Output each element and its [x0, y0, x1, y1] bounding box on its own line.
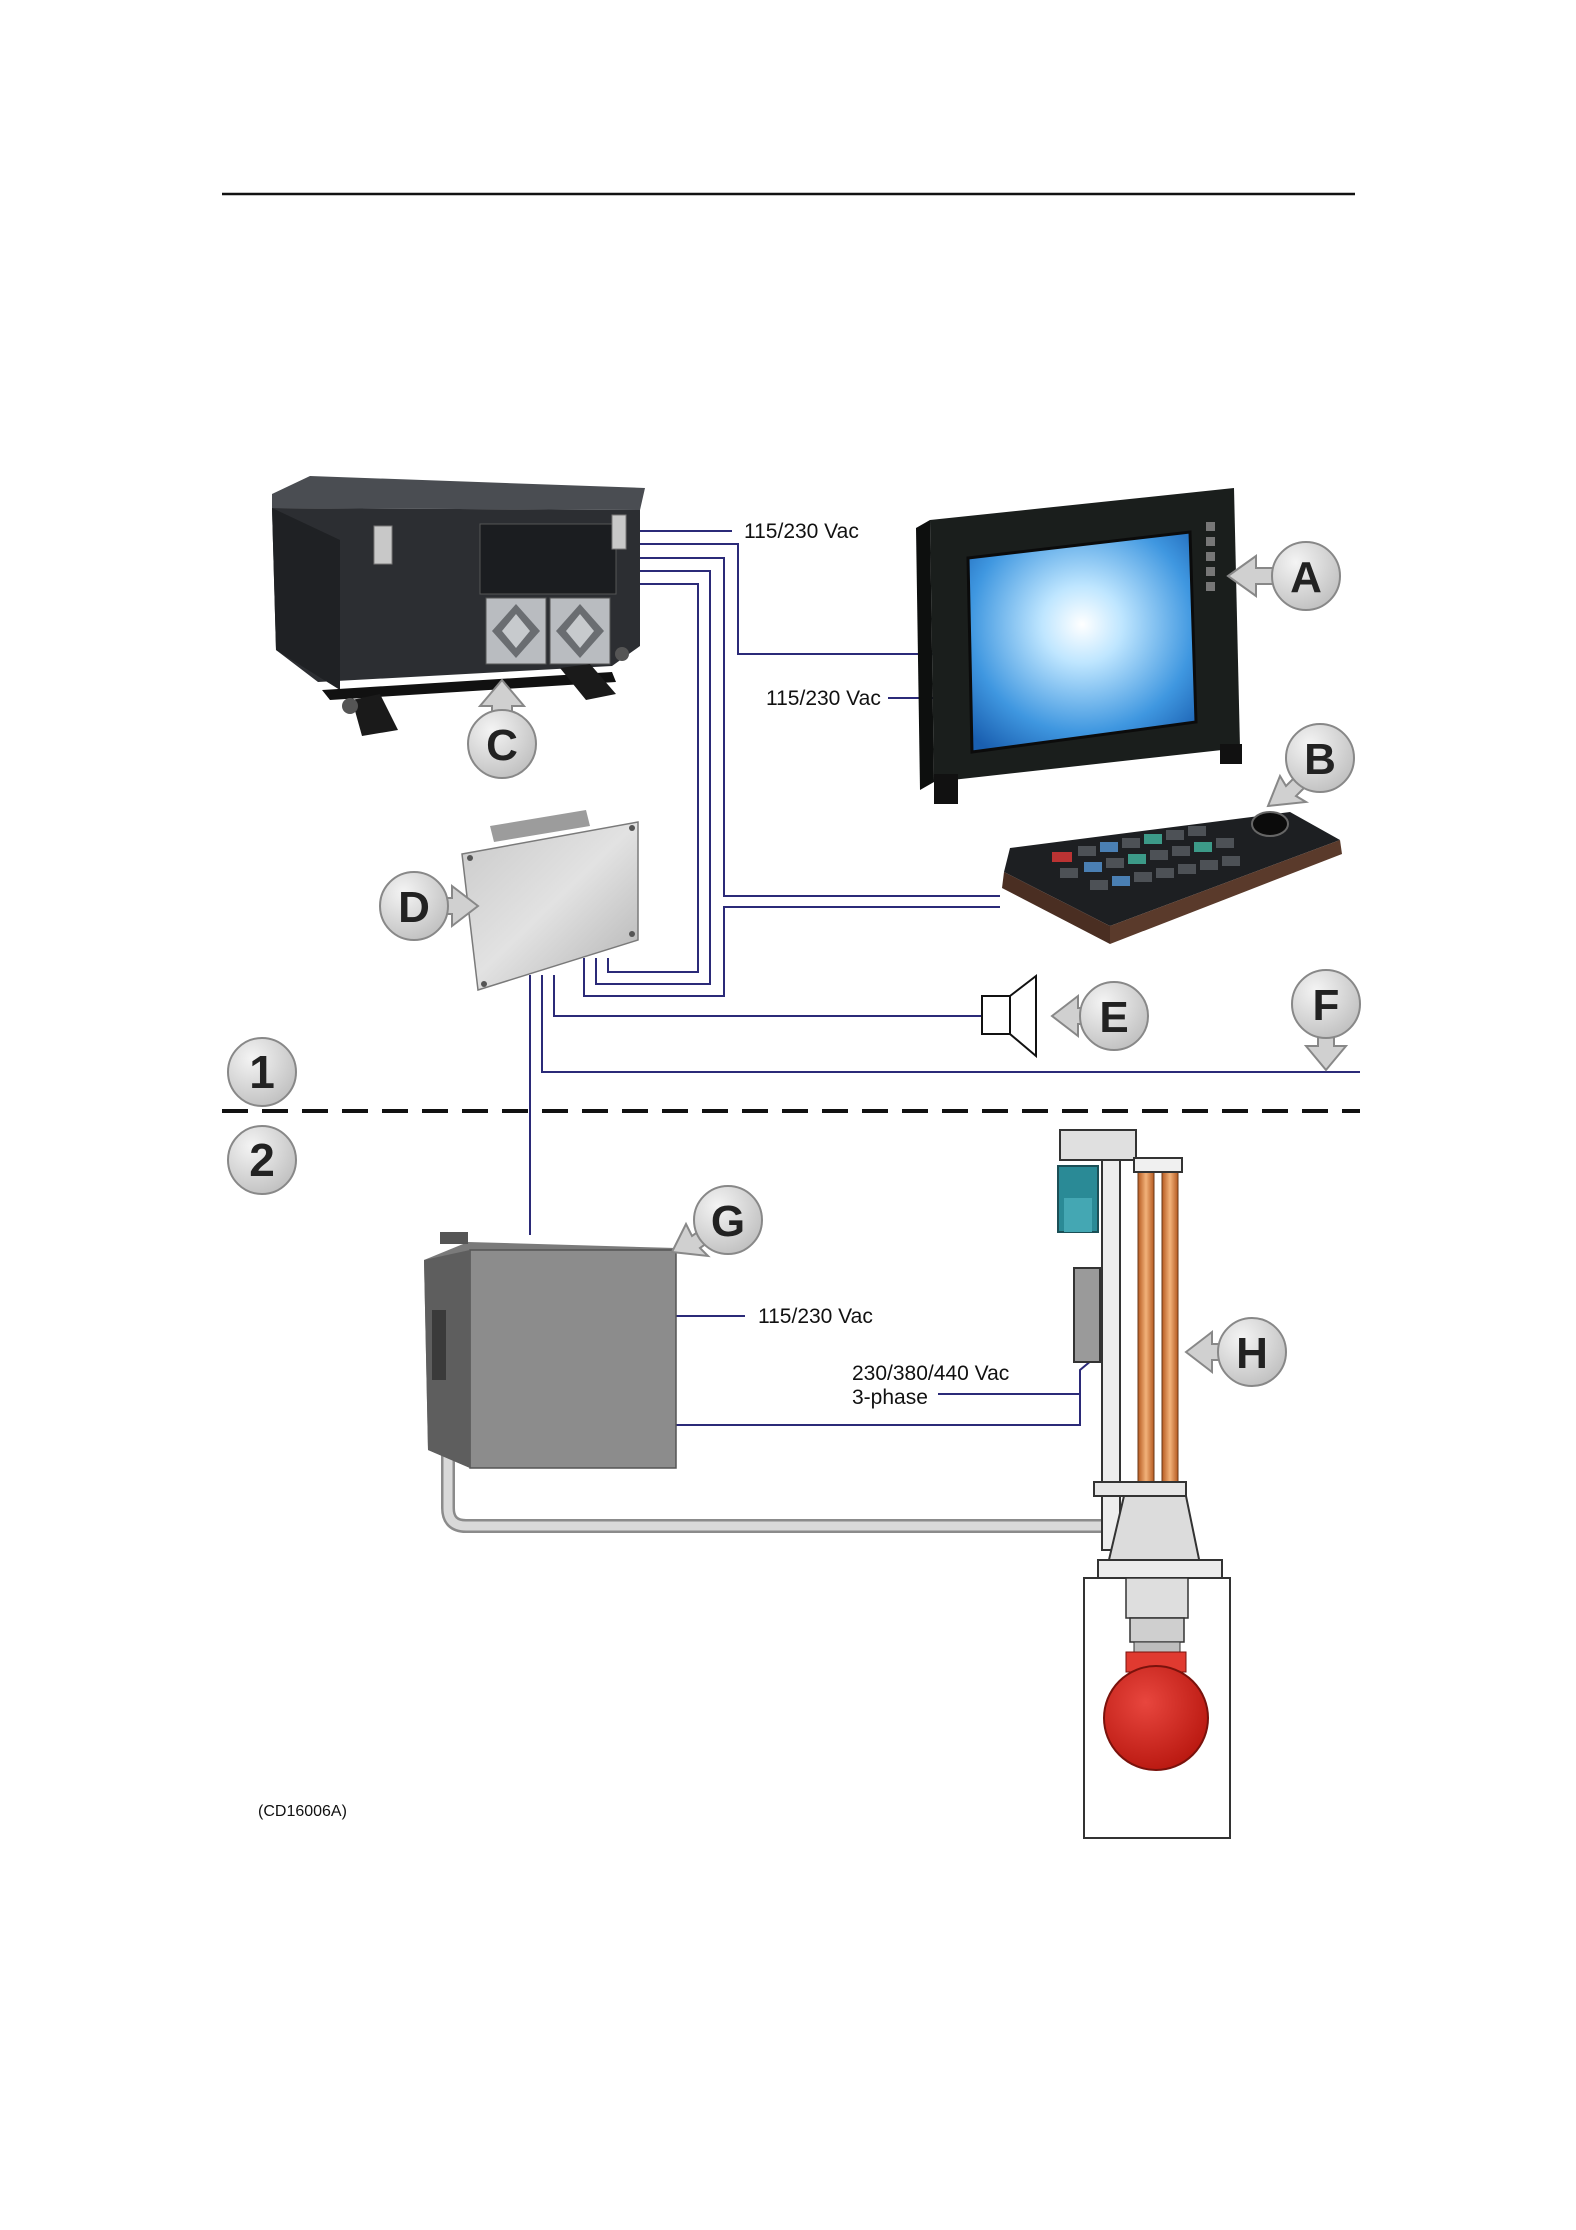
hull-unit [1058, 1130, 1230, 1838]
callout-e-label: E [1099, 993, 1128, 1042]
label-processor-power: 115/230 Vac [744, 520, 859, 543]
zone-2-marker: 2 [228, 1126, 296, 1194]
cable-keyboard-junction [584, 907, 1000, 996]
fan-left [486, 598, 546, 664]
label-display-power: 115/230 Vac [766, 687, 881, 710]
callout-g: G [672, 1186, 762, 1256]
callout-h: H [1186, 1318, 1286, 1386]
callout-h-label: H [1236, 1329, 1268, 1378]
callout-f-label: F [1313, 981, 1340, 1030]
callout-c-label: C [486, 721, 518, 770]
callout-c: C [468, 680, 536, 778]
label-3phase-line1: 230/380/440 Vac [852, 1362, 1009, 1385]
zone-1-marker: 1 [228, 1038, 296, 1106]
callout-e: E [1052, 982, 1148, 1050]
processor-unit [272, 476, 645, 736]
zone-1-label: 1 [249, 1046, 275, 1098]
label-3phase-line2: 3-phase [852, 1386, 928, 1409]
speaker [982, 976, 1036, 1056]
junction-box [462, 810, 638, 990]
callout-a: A [1228, 542, 1340, 610]
callout-b: B [1268, 724, 1354, 806]
display-screen [968, 532, 1196, 752]
callout-d: D [380, 872, 478, 940]
display-monitor [916, 488, 1242, 804]
cable-junction-external [542, 975, 1360, 1072]
callout-f: F [1292, 970, 1360, 1070]
callout-a-label: A [1290, 553, 1322, 602]
cable-processor-display [640, 544, 935, 654]
callout-g-label: G [711, 1197, 745, 1246]
zone-2-label: 2 [249, 1134, 275, 1186]
fan-right [550, 598, 610, 664]
figure-code: (CD16006A) [258, 1803, 347, 1820]
callout-d-label: D [398, 883, 430, 932]
hoist-control-cabinet [424, 1232, 1146, 1526]
transducer-ball [1104, 1666, 1208, 1770]
keyboard-unit [1002, 812, 1342, 944]
trackball [1252, 812, 1288, 836]
label-cabinet-power: 115/230 Vac [758, 1305, 873, 1328]
callout-b-label: B [1304, 735, 1336, 784]
